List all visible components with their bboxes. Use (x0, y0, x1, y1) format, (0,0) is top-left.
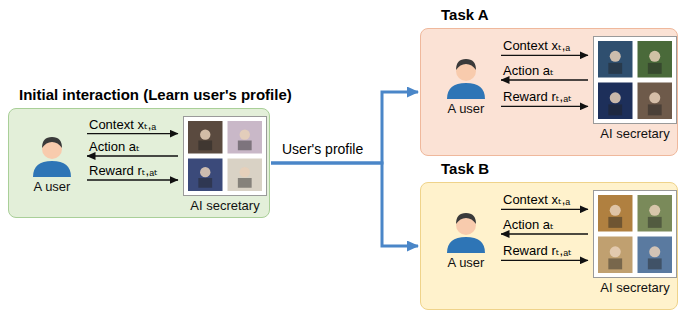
secretary-node: AI secretary (591, 190, 679, 295)
content-thumbnail (638, 41, 673, 78)
secretary-frame (594, 191, 677, 278)
user-node: A user (435, 53, 497, 116)
interaction-arrow (501, 233, 588, 234)
content-thumbnail (598, 41, 633, 78)
user-icon (443, 53, 489, 99)
user-body (33, 161, 71, 177)
thumbnail-figure (240, 167, 250, 177)
connector-label: Action aₜ (89, 139, 140, 154)
user-hair (42, 137, 62, 148)
user-icon (29, 131, 75, 177)
content-thumbnail (638, 237, 673, 274)
interaction-arrow (87, 155, 178, 156)
secretary-frame (184, 117, 267, 196)
secretary-node: AI secretary (181, 116, 269, 213)
interaction-arrow (501, 55, 588, 56)
user-hair (456, 59, 476, 70)
user-hair (456, 213, 476, 224)
secretary-screen (183, 116, 267, 196)
thumbnail-figure (610, 92, 621, 103)
thumbnail-figure (648, 258, 662, 269)
thumbnail-figure (200, 129, 210, 139)
connector-label: Reward rₜ,ₐₜ (503, 243, 572, 258)
thumbnail-figure (649, 205, 660, 216)
thumbnail-figure (649, 51, 660, 62)
thumbnail-figure (198, 178, 212, 188)
connector-label: Context xₜ,ₐ (89, 117, 156, 132)
interaction-arrow (501, 260, 588, 261)
thumbnail-figure (608, 217, 622, 228)
secretary-label: AI secretary (591, 126, 679, 141)
panel-heading: Task A (441, 6, 489, 23)
secretary-screen (593, 36, 677, 124)
connector-label: Reward rₜ,ₐₜ (89, 163, 158, 178)
thumbnail-figure (240, 129, 250, 139)
thumbnail-figure (648, 63, 662, 74)
panel-heading: Initial interaction (Learn user's profil… (19, 86, 292, 103)
interaction-arrow (501, 79, 588, 80)
content-thumbnail (228, 121, 263, 154)
connector-label: Context xₜ,ₐ (503, 192, 570, 207)
interaction-arrow (501, 209, 588, 210)
content-thumbnail (638, 83, 673, 120)
user-icon (443, 207, 489, 253)
thumbnail-figure (649, 246, 660, 257)
interaction-arrow (87, 133, 178, 134)
connector-label: User's profile (282, 141, 363, 157)
thumbnail-figure (238, 178, 252, 188)
connector-label: Reward rₜ,ₐₜ (503, 89, 572, 104)
thumbnail-figure (238, 141, 252, 151)
secretary-node: AI secretary (591, 36, 679, 141)
secretary-screen (593, 190, 677, 278)
content-thumbnail (598, 83, 633, 120)
secretary-label: AI secretary (181, 198, 269, 213)
thumbnail-figure (200, 167, 210, 177)
secretary-label: AI secretary (591, 280, 679, 295)
thumbnail-figure (648, 104, 662, 115)
thumbnail-figure (648, 217, 662, 228)
thumbnail-figure (608, 63, 622, 74)
content-thumbnail (188, 121, 223, 154)
connector-label: Action aₜ (503, 217, 554, 232)
interaction-arrow (501, 106, 588, 107)
secretary-frame (594, 37, 677, 124)
connector-label: Action aₜ (503, 63, 554, 78)
connector-label: Context xₜ,ₐ (503, 38, 570, 53)
content-thumbnail (598, 195, 633, 232)
profile-arrow (271, 92, 418, 163)
profile-arrow (271, 163, 418, 246)
user-node: A user (21, 131, 83, 194)
user-body (447, 83, 485, 99)
user-label: A user (435, 101, 497, 116)
panel-heading: Task B (441, 160, 489, 177)
thumbnail-figure (610, 246, 621, 257)
content-thumbnail (228, 159, 263, 192)
thumbnail-figure (610, 51, 621, 62)
thumbnail-figure (610, 205, 621, 216)
thumbnail-figure (198, 141, 212, 151)
thumbnail-figure (649, 92, 660, 103)
thumbnail-figure (608, 258, 622, 269)
user-label: A user (21, 179, 83, 194)
user-node: A user (435, 207, 497, 270)
content-thumbnail (638, 195, 673, 232)
interaction-arrow (87, 179, 178, 180)
content-thumbnail (598, 237, 633, 274)
thumbnail-figure (608, 104, 622, 115)
user-label: A user (435, 255, 497, 270)
user-body (447, 237, 485, 253)
content-thumbnail (188, 159, 223, 192)
